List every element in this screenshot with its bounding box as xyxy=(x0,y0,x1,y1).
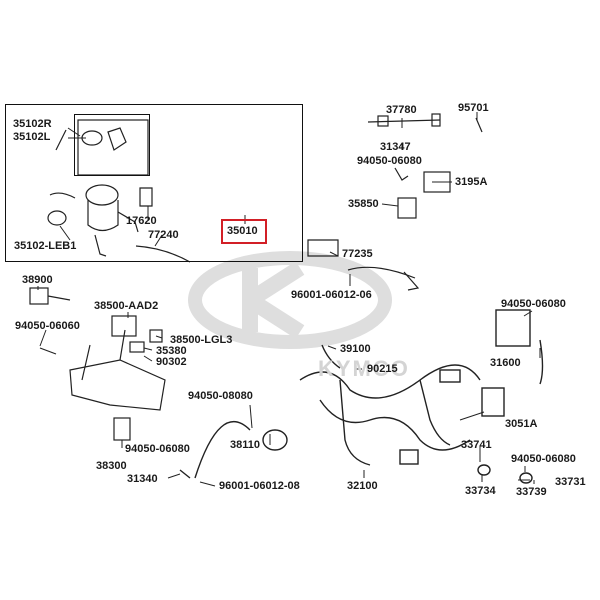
ignition-inner-frame xyxy=(74,114,150,176)
part-label-3051A[interactable]: 3051A xyxy=(505,418,538,430)
part-label-17620[interactable]: 17620 xyxy=(126,215,157,227)
part-label-38500-AAD2[interactable]: 38500-AAD2 xyxy=(94,300,159,312)
part-label-94050-06080-bottom[interactable]: 94050-06080 xyxy=(511,453,576,465)
part-label-33741[interactable]: 33741 xyxy=(461,439,492,451)
part-label-37780[interactable]: 37780 xyxy=(386,104,417,116)
part-label-33731[interactable]: 33731 xyxy=(555,476,586,488)
part-label-96001-06012-08[interactable]: 96001-06012-08 xyxy=(219,480,300,492)
main-wire-harness-icon[interactable] xyxy=(179,309,544,484)
part-label-33734[interactable]: 33734 xyxy=(465,485,496,497)
part-label-96001-06012-06[interactable]: 96001-06012-06 xyxy=(291,289,372,301)
part-label-95701[interactable]: 95701 xyxy=(458,102,489,114)
part-label-77235[interactable]: 77235 xyxy=(342,248,373,260)
part-label-35102R[interactable]: 35102R xyxy=(13,118,52,130)
part-label-90215[interactable]: 90215 xyxy=(367,363,398,375)
part-label-94050-06080-right[interactable]: 94050-06080 xyxy=(501,298,566,310)
part-label-38300[interactable]: 38300 xyxy=(96,460,127,472)
part-label-35850[interactable]: 35850 xyxy=(348,198,379,210)
part-label-32100[interactable]: 32100 xyxy=(347,480,378,492)
part-label-31600[interactable]: 31600 xyxy=(490,357,521,369)
left-side-components-icon[interactable] xyxy=(29,287,166,441)
part-label-31347[interactable]: 31347 xyxy=(380,141,411,153)
part-label-3195A[interactable]: 3195A xyxy=(455,176,488,188)
part-label-90302[interactable]: 90302 xyxy=(156,356,187,368)
part-label-94050-06060[interactable]: 94050-06060 xyxy=(15,320,80,332)
part-label-35380[interactable]: 35380 xyxy=(156,345,187,357)
part-label-33739[interactable]: 33739 xyxy=(516,486,547,498)
part-label-94050-08080[interactable]: 94050-08080 xyxy=(188,390,253,402)
part-label-77240[interactable]: 77240 xyxy=(148,229,179,241)
part-label-35102L[interactable]: 35102L xyxy=(13,131,51,143)
part-label-38500-LGL3[interactable]: 38500-LGL3 xyxy=(170,334,233,346)
part-label-35010[interactable]: 35010 xyxy=(227,225,258,237)
kymco-watermark-text: KYMCO xyxy=(318,356,410,381)
part-label-39100[interactable]: 39100 xyxy=(340,343,371,355)
ignition-group-frame xyxy=(5,104,303,262)
part-label-35102-LEB1[interactable]: 35102-LEB1 xyxy=(14,240,77,252)
leader-lines xyxy=(37,112,541,487)
upper-right-components-icon[interactable] xyxy=(307,113,483,291)
highlighted-part-box xyxy=(221,219,267,244)
part-label-38900[interactable]: 38900 xyxy=(22,274,53,286)
part-label-94050-06080-left[interactable]: 94050-06080 xyxy=(125,443,190,455)
part-label-38110[interactable]: 38110 xyxy=(230,439,260,451)
kymco-watermark-logo xyxy=(188,251,392,349)
part-label-31340[interactable]: 31340 xyxy=(127,473,158,485)
part-label-94050-06080-top[interactable]: 94050-06080 xyxy=(357,155,422,167)
